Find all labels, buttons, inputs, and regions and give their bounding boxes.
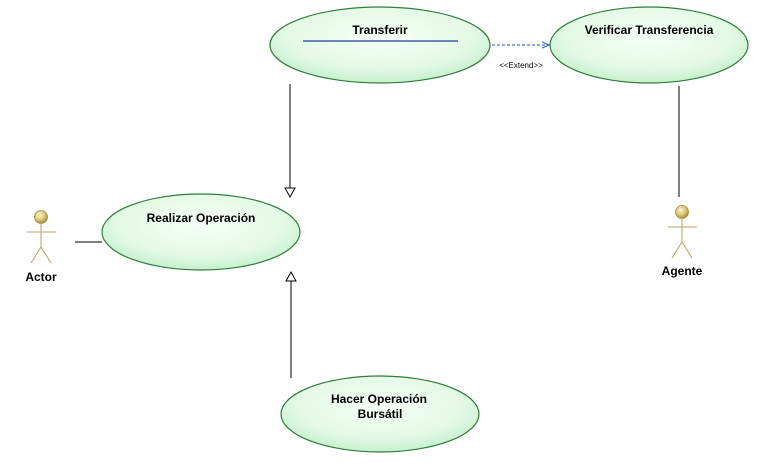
extend-stereotype-label: <<Extend>> bbox=[499, 61, 543, 70]
actor-leg-left bbox=[30, 246, 42, 264]
extend-relationship[interactable]: <<Extend>> bbox=[492, 45, 549, 70]
usecase-hacer-label-line2: Bursátil bbox=[358, 407, 403, 421]
usecase-verificar-shape bbox=[549, 6, 749, 84]
actor-label: Actor bbox=[25, 270, 57, 284]
usecase-verificar-transferencia[interactable]: Verificar Transferencia bbox=[549, 6, 749, 84]
agente-leg-left bbox=[671, 241, 683, 259]
actor-leg-right bbox=[40, 246, 52, 264]
usecase-realizar-label: Realizar Operación bbox=[147, 211, 256, 225]
generalization-arrowhead-top bbox=[284, 187, 296, 199]
usecase-verificar-label: Verificar Transferencia bbox=[585, 23, 714, 37]
agente-label: Agente bbox=[662, 264, 703, 278]
usecase-transferir-shape bbox=[269, 6, 491, 84]
actor-actor[interactable]: Actor bbox=[25, 210, 57, 285]
actor-head bbox=[34, 210, 48, 224]
usecase-hacer-shape bbox=[280, 375, 480, 453]
actor-agente[interactable]: Agente bbox=[662, 205, 703, 279]
usecase-realizar-operacion[interactable]: Realizar Operación bbox=[101, 193, 301, 271]
usecase-hacer-label-line1: Hacer Operación bbox=[331, 392, 427, 406]
usecase-realizar-shape bbox=[101, 193, 301, 271]
usecase-transferir-label: Transferir bbox=[352, 23, 408, 37]
generalization-arrowhead-bottom bbox=[285, 270, 297, 282]
generalization-hacer[interactable] bbox=[285, 270, 297, 378]
agente-head bbox=[675, 205, 689, 219]
usecase-transferir[interactable]: Transferir bbox=[269, 6, 491, 84]
agente-leg-right bbox=[681, 241, 693, 259]
generalization-transferir[interactable] bbox=[284, 84, 296, 199]
usecase-hacer-operacion-bursatil[interactable]: Hacer Operación Bursátil bbox=[280, 375, 480, 453]
